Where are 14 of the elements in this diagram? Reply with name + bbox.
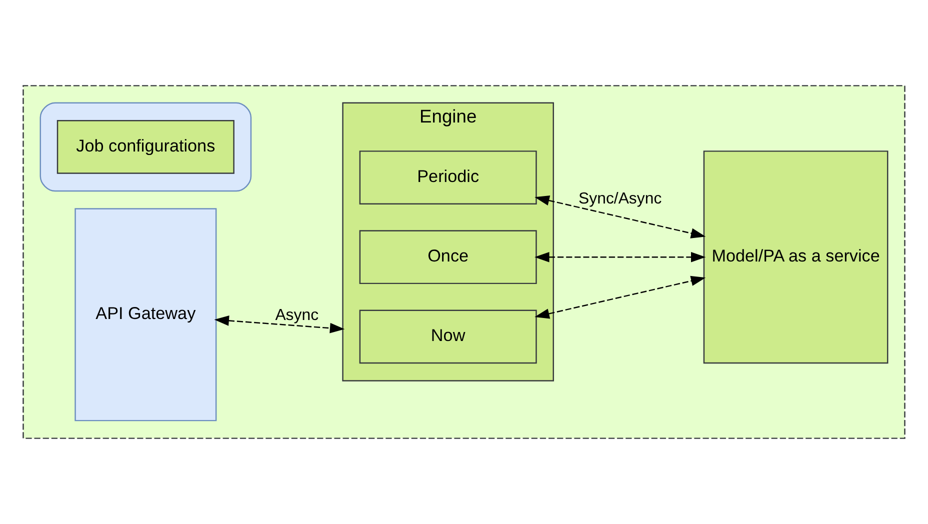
node-box: Model/PA as a service	[703, 150, 888, 364]
edge-label: Sync/Async	[578, 190, 662, 208]
node-box: API Gateway	[74, 208, 217, 422]
node-box: Once	[359, 230, 537, 284]
arrow	[534, 252, 706, 262]
arrow	[534, 276, 706, 319]
cluster	[22, 85, 906, 439]
node-box: Now	[359, 310, 537, 364]
node-box: Job configurations	[56, 120, 234, 174]
arrow	[214, 316, 345, 334]
edge-label: Async	[275, 307, 319, 324]
cluster	[40, 102, 252, 192]
node-box: Periodic	[359, 150, 537, 204]
arrow	[534, 195, 706, 238]
